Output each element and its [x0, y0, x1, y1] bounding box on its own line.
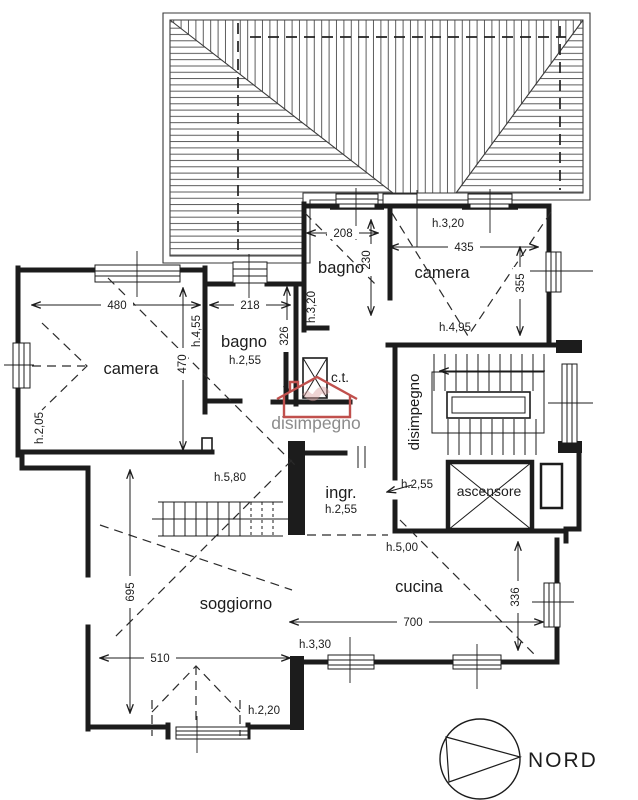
- room-label-disimpegno-stairs: disimpegno: [406, 374, 423, 451]
- dim-230: 230: [361, 250, 373, 269]
- height-camera-left-ridge: h.4,55: [191, 315, 203, 347]
- room-label-ct: c.t.: [331, 370, 349, 385]
- dim-435: 435: [454, 242, 473, 254]
- roof-face-north: [170, 20, 583, 193]
- height-bagno-left: h.2,55: [229, 355, 261, 367]
- north-label: NORD: [528, 749, 598, 772]
- height-camera-top-low: h.4,95: [439, 322, 471, 334]
- dormer-window: [335, 193, 379, 209]
- dormer-windows: [330, 193, 518, 210]
- windows: [4, 188, 593, 753]
- height-stairs-zone: h.5,80: [214, 472, 246, 484]
- room-label-cucina: cucina: [395, 578, 444, 596]
- dimension-labels: 480 218 208 230 435 355 470 326 695 510: [101, 226, 527, 665]
- height-bagno-top: h.3,20: [306, 291, 318, 323]
- height-kitchen-low: h.3,30: [299, 639, 331, 651]
- room-label-bagno-left: bagno: [221, 333, 267, 351]
- height-labels: h.3,20 h.4,95 h.3,20 h.4,55 h.2,05 h.2,5…: [34, 218, 471, 717]
- dim-470: 470: [177, 354, 189, 373]
- room-label-camera-left: camera: [103, 360, 159, 378]
- dim-336: 336: [510, 587, 522, 606]
- dim-218: 218: [240, 300, 259, 312]
- dim-208: 208: [333, 228, 352, 240]
- room-label-ascensore: ascensore: [457, 483, 522, 499]
- stairwell: [431, 354, 545, 455]
- north-compass: NORD: [439, 718, 598, 800]
- walls: [15, 201, 582, 740]
- height-camera-top: h.3,20: [432, 218, 464, 230]
- north-arrow: [445, 736, 523, 783]
- room-label-camera-top: camera: [414, 264, 470, 282]
- dim-480: 480: [107, 300, 126, 312]
- lower-stairs: [152, 501, 290, 537]
- dim-510: 510: [150, 653, 169, 665]
- watermark-house-icon: [276, 375, 358, 419]
- roof-face-west: [170, 20, 393, 256]
- roof-plan: [162, 12, 591, 264]
- room-label-soggiorno: soggiorno: [200, 595, 272, 613]
- door-arrow: [387, 484, 413, 492]
- elevator: [445, 459, 564, 533]
- shaft: [539, 462, 564, 510]
- wall-pilaster: [288, 441, 305, 535]
- room-label-ingresso: ingr.: [325, 484, 356, 502]
- height-camera-left-low: h.2,05: [34, 412, 46, 444]
- room-label-bagno-top: bagno: [318, 259, 364, 277]
- dim-700: 700: [403, 617, 422, 629]
- dim-326: 326: [279, 326, 291, 345]
- compass-circle: [439, 718, 521, 800]
- height-kitchen-zone: h.5,00: [386, 542, 418, 554]
- room-labels: bagno camera camera bagno c.t. disimpegn…: [103, 259, 521, 613]
- dim-695: 695: [125, 582, 137, 601]
- height-entry: h.2,55: [325, 504, 357, 516]
- dim-355: 355: [515, 273, 527, 292]
- height-stair-hall: h.2,55: [401, 479, 433, 491]
- height-bay-zone: h.2,20: [248, 705, 280, 717]
